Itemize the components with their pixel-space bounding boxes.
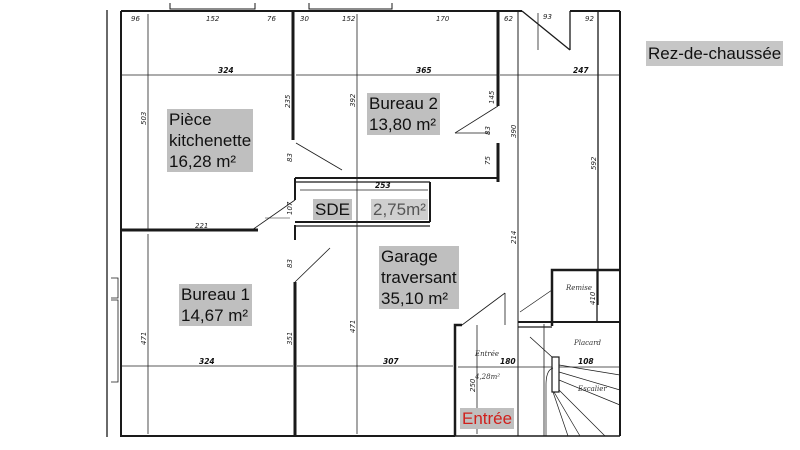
svg-text:410: 410 xyxy=(589,291,597,305)
svg-text:170: 170 xyxy=(436,15,450,23)
svg-text:96: 96 xyxy=(131,15,140,23)
dimension-labels: 96 152 76 30 152 170 62 93 92 324 365 24… xyxy=(131,13,607,393)
room-name: SDE xyxy=(315,200,350,219)
svg-text:351: 351 xyxy=(286,332,294,345)
svg-text:471: 471 xyxy=(140,332,148,345)
svg-text:Remise: Remise xyxy=(565,284,592,292)
room-area: 13,80 m² xyxy=(369,115,437,134)
room-name: Pièce kitchenette xyxy=(169,110,252,150)
room-label-sde-area: 2,75m² xyxy=(371,199,428,220)
svg-text:4,28m²: 4,28m² xyxy=(474,373,500,381)
svg-text:324: 324 xyxy=(199,357,215,366)
svg-text:214: 214 xyxy=(510,231,518,244)
svg-text:365: 365 xyxy=(416,66,432,75)
svg-text:76: 76 xyxy=(267,15,276,23)
svg-text:471: 471 xyxy=(349,320,357,333)
svg-text:83: 83 xyxy=(484,126,492,135)
svg-text:83: 83 xyxy=(286,153,294,162)
room-area: 2,75m² xyxy=(373,200,426,219)
svg-text:247: 247 xyxy=(573,66,589,75)
floor-title: Rez-de-chaussée xyxy=(646,41,784,66)
svg-text:221: 221 xyxy=(195,222,208,230)
dimension-lines xyxy=(121,13,620,434)
svg-text:83: 83 xyxy=(286,259,294,268)
svg-text:108: 108 xyxy=(578,357,594,366)
svg-text:253: 253 xyxy=(375,181,391,190)
room-name: Bureau 1 xyxy=(181,285,250,304)
svg-text:235: 235 xyxy=(284,94,292,108)
svg-text:62: 62 xyxy=(504,15,513,23)
room-name: Bureau 2 xyxy=(369,94,438,113)
svg-text:324: 324 xyxy=(218,66,234,75)
svg-text:92: 92 xyxy=(585,15,594,23)
room-label-garage: Garage traversant 35,10 m² xyxy=(379,246,459,309)
svg-text:390: 390 xyxy=(510,124,518,138)
svg-text:180: 180 xyxy=(500,357,516,366)
svg-text:250: 250 xyxy=(469,378,477,392)
entrance-label: Entrée xyxy=(460,408,515,429)
svg-text:Entrée: Entrée xyxy=(474,350,499,358)
room-label-piece-kitchenette: Pièce kitchenette 16,28 m² xyxy=(167,109,254,172)
svg-text:30: 30 xyxy=(300,15,309,23)
svg-text:592: 592 xyxy=(590,156,598,170)
room-name: Garage traversant xyxy=(381,247,457,287)
room-area: 16,28 m² xyxy=(169,152,237,171)
svg-text:503: 503 xyxy=(140,112,148,125)
svg-text:152: 152 xyxy=(342,15,356,23)
svg-text:145: 145 xyxy=(488,90,496,104)
svg-text:75: 75 xyxy=(484,156,492,165)
svg-text:Placard: Placard xyxy=(573,339,602,347)
svg-text:392: 392 xyxy=(349,93,357,107)
room-area: 14,67 m² xyxy=(181,306,249,325)
svg-text:Escalier: Escalier xyxy=(577,385,607,393)
svg-text:107: 107 xyxy=(286,201,294,215)
svg-text:93: 93 xyxy=(543,13,552,21)
room-area: 35,10 m² xyxy=(381,289,449,308)
room-label-sde-name: SDE xyxy=(313,199,352,220)
svg-text:152: 152 xyxy=(206,15,220,23)
svg-text:307: 307 xyxy=(383,357,399,366)
walls xyxy=(106,3,621,437)
room-label-bureau-2: Bureau 2 13,80 m² xyxy=(367,93,440,135)
room-label-bureau-1: Bureau 1 14,67 m² xyxy=(179,284,252,326)
